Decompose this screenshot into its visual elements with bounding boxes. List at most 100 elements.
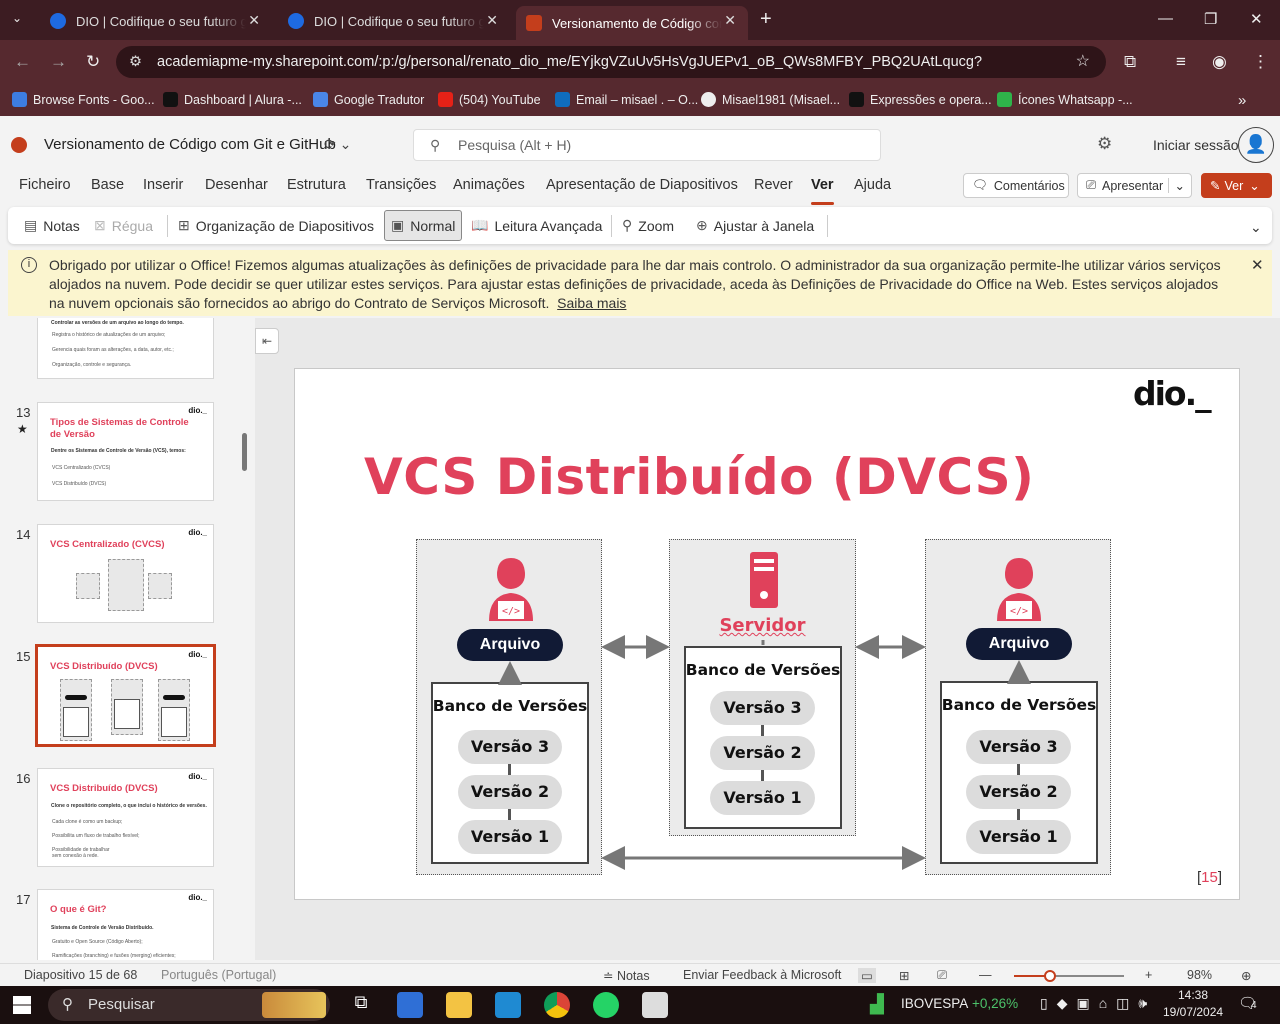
bookmark-item[interactable]: Misael1981 (Misael... — [701, 92, 840, 107]
avatar[interactable]: 👤 — [1238, 127, 1274, 163]
file-explorer-icon[interactable] — [446, 992, 472, 1018]
slide-thumbnail[interactable]: dio._ Tipos de Sistemas de Controle de V… — [37, 402, 214, 501]
new-tab-icon[interactable]: + — [760, 8, 772, 30]
bookmark-item[interactable]: Ícones Whatsapp -... — [997, 92, 1133, 107]
slide-thumbnail[interactable]: dio._ O que é Git? Sistema de Controle d… — [37, 889, 214, 960]
bookmark-item[interactable]: Browse Fonts - Goo... — [12, 92, 155, 107]
language-status[interactable]: Português (Portugal) — [161, 968, 277, 982]
profile-icon[interactable]: ◉ — [1212, 52, 1227, 71]
view-mode-button[interactable]: ✎Ver⌄ — [1201, 173, 1272, 198]
bookmark-item[interactable]: (504) YouTube — [438, 92, 541, 107]
bookmark-star-icon[interactable]: ☆ — [1075, 53, 1090, 70]
ribbon-collapse-icon[interactable]: ⌄ — [1250, 219, 1262, 235]
menu-inserir[interactable]: Inserir — [143, 177, 184, 193]
zoom-slider[interactable] — [1014, 970, 1124, 982]
fit-window-button[interactable]: ⊕Ajustar à Janela — [696, 217, 814, 234]
zoom-button[interactable]: ⚲Zoom — [622, 217, 674, 234]
close-icon[interactable]: ✕ — [724, 12, 736, 28]
close-icon[interactable]: ✕ — [248, 12, 260, 28]
forward-icon[interactable]: → — [50, 52, 67, 71]
tab-search-icon[interactable]: ⌄ — [12, 11, 23, 25]
restore-icon[interactable]: ❐ — [1204, 11, 1218, 28]
settings-gear-icon[interactable]: ⚙ — [1097, 134, 1113, 153]
document-title[interactable]: Versionamento de Código com Git e GitHub — [44, 136, 336, 153]
menu-desenhar[interactable]: Desenhar — [205, 177, 268, 193]
ruler-icon: ⊠ — [94, 217, 106, 233]
paint-easel-icon[interactable] — [262, 992, 326, 1018]
autosave-icon[interactable]: ⟳ ⌄ — [324, 136, 352, 152]
browser-menu-icon[interactable]: ⋮ — [1252, 52, 1269, 71]
learn-more-link[interactable]: Saiba mais — [557, 295, 627, 311]
slide-thumbnail[interactable]: dio._ VCS Centralizado (CVCS) — [37, 524, 214, 623]
present-button[interactable]: ⎚Apresentar⌄ — [1077, 173, 1192, 198]
search-icon: ⚲ — [430, 137, 441, 153]
clock-time[interactable]: 14:38 — [1178, 988, 1209, 1002]
close-icon[interactable]: ✕ — [1251, 257, 1264, 274]
normal-view-icon[interactable]: ▭ — [858, 968, 876, 983]
url-input[interactable]: ⚙ academiapme-my.sharepoint.com/:p:/g/pe… — [116, 46, 1106, 102]
notes-toggle[interactable]: ≐ Notas — [603, 968, 650, 983]
tray-icons[interactable]: ▯◆▣⌂◫🕪 — [1040, 995, 1157, 1011]
menu-apresentacao[interactable]: Apresentação de Diapositivos — [546, 177, 738, 193]
notification-icon[interactable]: 🗨4 — [1238, 995, 1258, 1012]
minimize-icon[interactable]: — — [1158, 10, 1173, 27]
ticker-name[interactable]: IBOVESPA — [901, 996, 969, 1011]
slide-thumbnail[interactable]: Controlar as versões de um arquivo ao lo… — [37, 318, 214, 379]
back-icon[interactable]: ← — [14, 52, 31, 71]
zoom-in-icon[interactable]: + — [1145, 968, 1153, 982]
collapse-pane-icon[interactable]: ⇤ — [255, 328, 279, 354]
bookmark-item[interactable]: Dashboard | Alura -... — [163, 92, 302, 107]
menu-ficheiro[interactable]: Ficheiro — [19, 177, 71, 193]
window-close-icon[interactable]: ✕ — [1250, 11, 1263, 28]
ruler-button[interactable]: ⊠Régua — [94, 217, 153, 234]
powerpoint-icon — [526, 15, 542, 31]
browser-tab[interactable]: DIO | Codifique o seu futuro gl ✕ — [40, 6, 272, 36]
menu-ver[interactable]: Ver — [811, 177, 834, 205]
menu-animacoes[interactable]: Animações — [453, 177, 525, 193]
fit-slide-icon[interactable]: ⊕ — [1241, 969, 1252, 983]
clapper-icon[interactable] — [642, 992, 668, 1018]
slide-thumbnail-selected[interactable]: dio._ VCS Distribuído (DVCS) — [35, 644, 216, 747]
chrome-icon[interactable] — [544, 992, 570, 1018]
menu-base[interactable]: Base — [91, 177, 125, 193]
site-info-icon[interactable]: ⚙ — [129, 54, 142, 70]
slide-thumbnail[interactable]: dio._ VCS Distribuído (DVCS) Clone o rep… — [37, 768, 214, 867]
zoom-out-icon[interactable]: — — [979, 968, 992, 982]
normal-view-button[interactable]: ▣Normal — [384, 210, 463, 241]
chevron-down-icon[interactable]: ⌄ — [1167, 178, 1185, 193]
zoom-percent[interactable]: 98% — [1187, 968, 1213, 982]
notes-button[interactable]: ▤Notas — [24, 217, 80, 234]
browser-tab-active[interactable]: Versionamento de Código com ✕ — [516, 6, 748, 40]
sorter-view-icon[interactable]: ⊞ — [899, 969, 910, 983]
browser-tab[interactable]: DIO | Codifique o seu futuro gl ✕ — [278, 6, 510, 36]
comments-button[interactable]: 🗨Comentários — [963, 173, 1069, 198]
menu-ajuda[interactable]: Ajuda — [854, 177, 892, 193]
reading-view-button[interactable]: 📖Leitura Avançada — [471, 217, 602, 234]
clock-date[interactable]: 19/07/2024 — [1163, 1005, 1224, 1019]
signin-link[interactable]: Iniciar sessão — [1153, 137, 1239, 153]
menu-transicoes[interactable]: Transições — [366, 177, 437, 193]
extensions-icon[interactable]: ⧉ — [1124, 52, 1137, 71]
whatsapp-icon[interactable] — [593, 992, 619, 1018]
slide-sorter-button[interactable]: ⊞Organização de Diapositivos — [178, 217, 374, 234]
feedback-link[interactable]: Enviar Feedback à Microsoft — [683, 968, 842, 982]
slide-title[interactable]: VCS Distribuído (DVCS) — [364, 448, 1035, 506]
media-icon[interactable]: ≡ — [1176, 52, 1186, 71]
menu-estrutura[interactable]: Estrutura — [287, 177, 346, 193]
bookmarks-overflow-icon[interactable]: » — [1238, 92, 1247, 109]
store-icon[interactable] — [397, 992, 423, 1018]
windows-start-icon[interactable] — [13, 996, 31, 1014]
reload-icon[interactable]: ↻ — [86, 52, 101, 71]
bookmark-item[interactable]: Expressões e opera... — [849, 92, 992, 107]
search-input[interactable]: ⚲ Pesquisa (Alt + H) — [413, 129, 881, 161]
thumb-number: 17 — [16, 892, 31, 907]
bookmark-item[interactable]: Email – misael . – O... — [555, 92, 698, 107]
vscode-icon[interactable] — [495, 992, 521, 1018]
task-view-icon[interactable]: ⧉ — [354, 992, 368, 1012]
bookmark-item[interactable]: Google Tradutor — [313, 92, 424, 107]
close-icon[interactable]: ✕ — [486, 12, 498, 28]
thumbnail-scrollbar[interactable] — [242, 433, 247, 471]
reading-view-icon[interactable]: ⎚ — [937, 968, 948, 982]
menu-rever[interactable]: Rever — [754, 177, 793, 193]
zoom-slider-handle[interactable] — [1044, 970, 1057, 982]
